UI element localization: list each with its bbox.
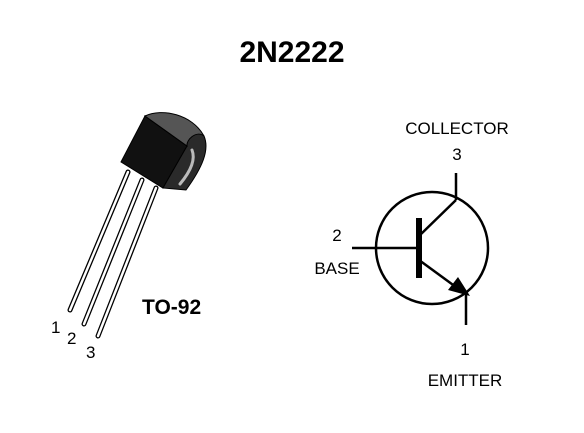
package-highlight <box>178 148 195 186</box>
package-leads <box>67 169 159 339</box>
package-pin-2-label: 2 <box>67 329 76 348</box>
base-pin-number: 2 <box>332 226 341 245</box>
part-title: 2N2222 <box>239 36 344 69</box>
base-label: BASE <box>314 259 359 278</box>
emitter-arrow-icon <box>448 277 470 296</box>
npn-transistor-symbol <box>352 173 490 325</box>
collector-label: COLLECTOR <box>405 119 509 138</box>
emitter-label: EMITTER <box>428 371 503 390</box>
collector-pin-number: 3 <box>452 145 461 164</box>
package-pin-3-label: 3 <box>86 343 95 362</box>
to92-package-illustration <box>67 112 207 339</box>
emitter-pin-number: 1 <box>460 340 469 359</box>
package-body-top <box>144 112 205 148</box>
collector-lead <box>418 199 457 237</box>
package-pin-1-label: 1 <box>51 318 60 337</box>
package-name: TO-92 <box>142 296 201 319</box>
